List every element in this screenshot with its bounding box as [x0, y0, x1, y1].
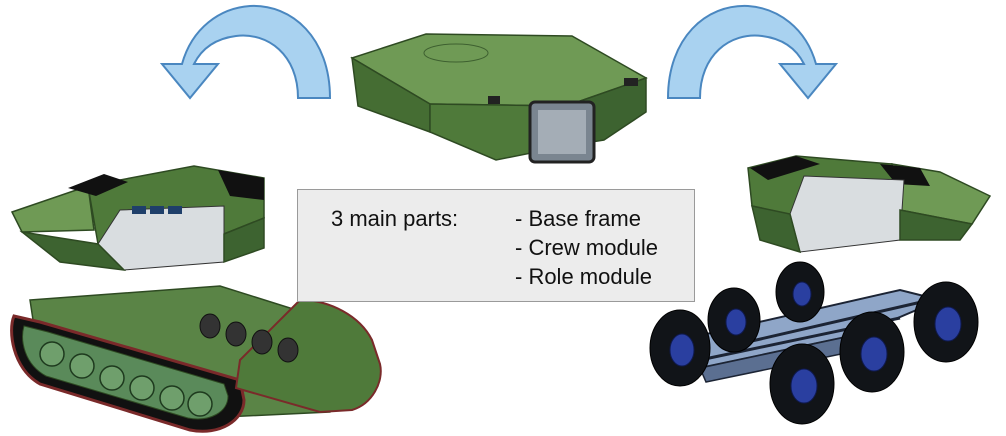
caption-item-base-frame: - Base frame: [515, 206, 641, 231]
caption-lead: 3 main parts:: [331, 206, 459, 231]
parts-caption-box: 3 main parts: - Base frame - Crew module…: [297, 189, 695, 302]
rotate-right-arrow-icon: [666, 4, 839, 100]
crew-module-left: [10, 165, 265, 272]
role-module: [350, 33, 648, 164]
rotate-left-arrow-icon: [159, 4, 332, 100]
crew-module-right: [747, 155, 992, 254]
caption-item-role-module: - Role module: [515, 264, 652, 289]
tracked-base-frame: [10, 285, 382, 433]
caption-item-crew-module: - Crew module: [515, 235, 659, 260]
wheeled-base-frame: [649, 261, 979, 425]
